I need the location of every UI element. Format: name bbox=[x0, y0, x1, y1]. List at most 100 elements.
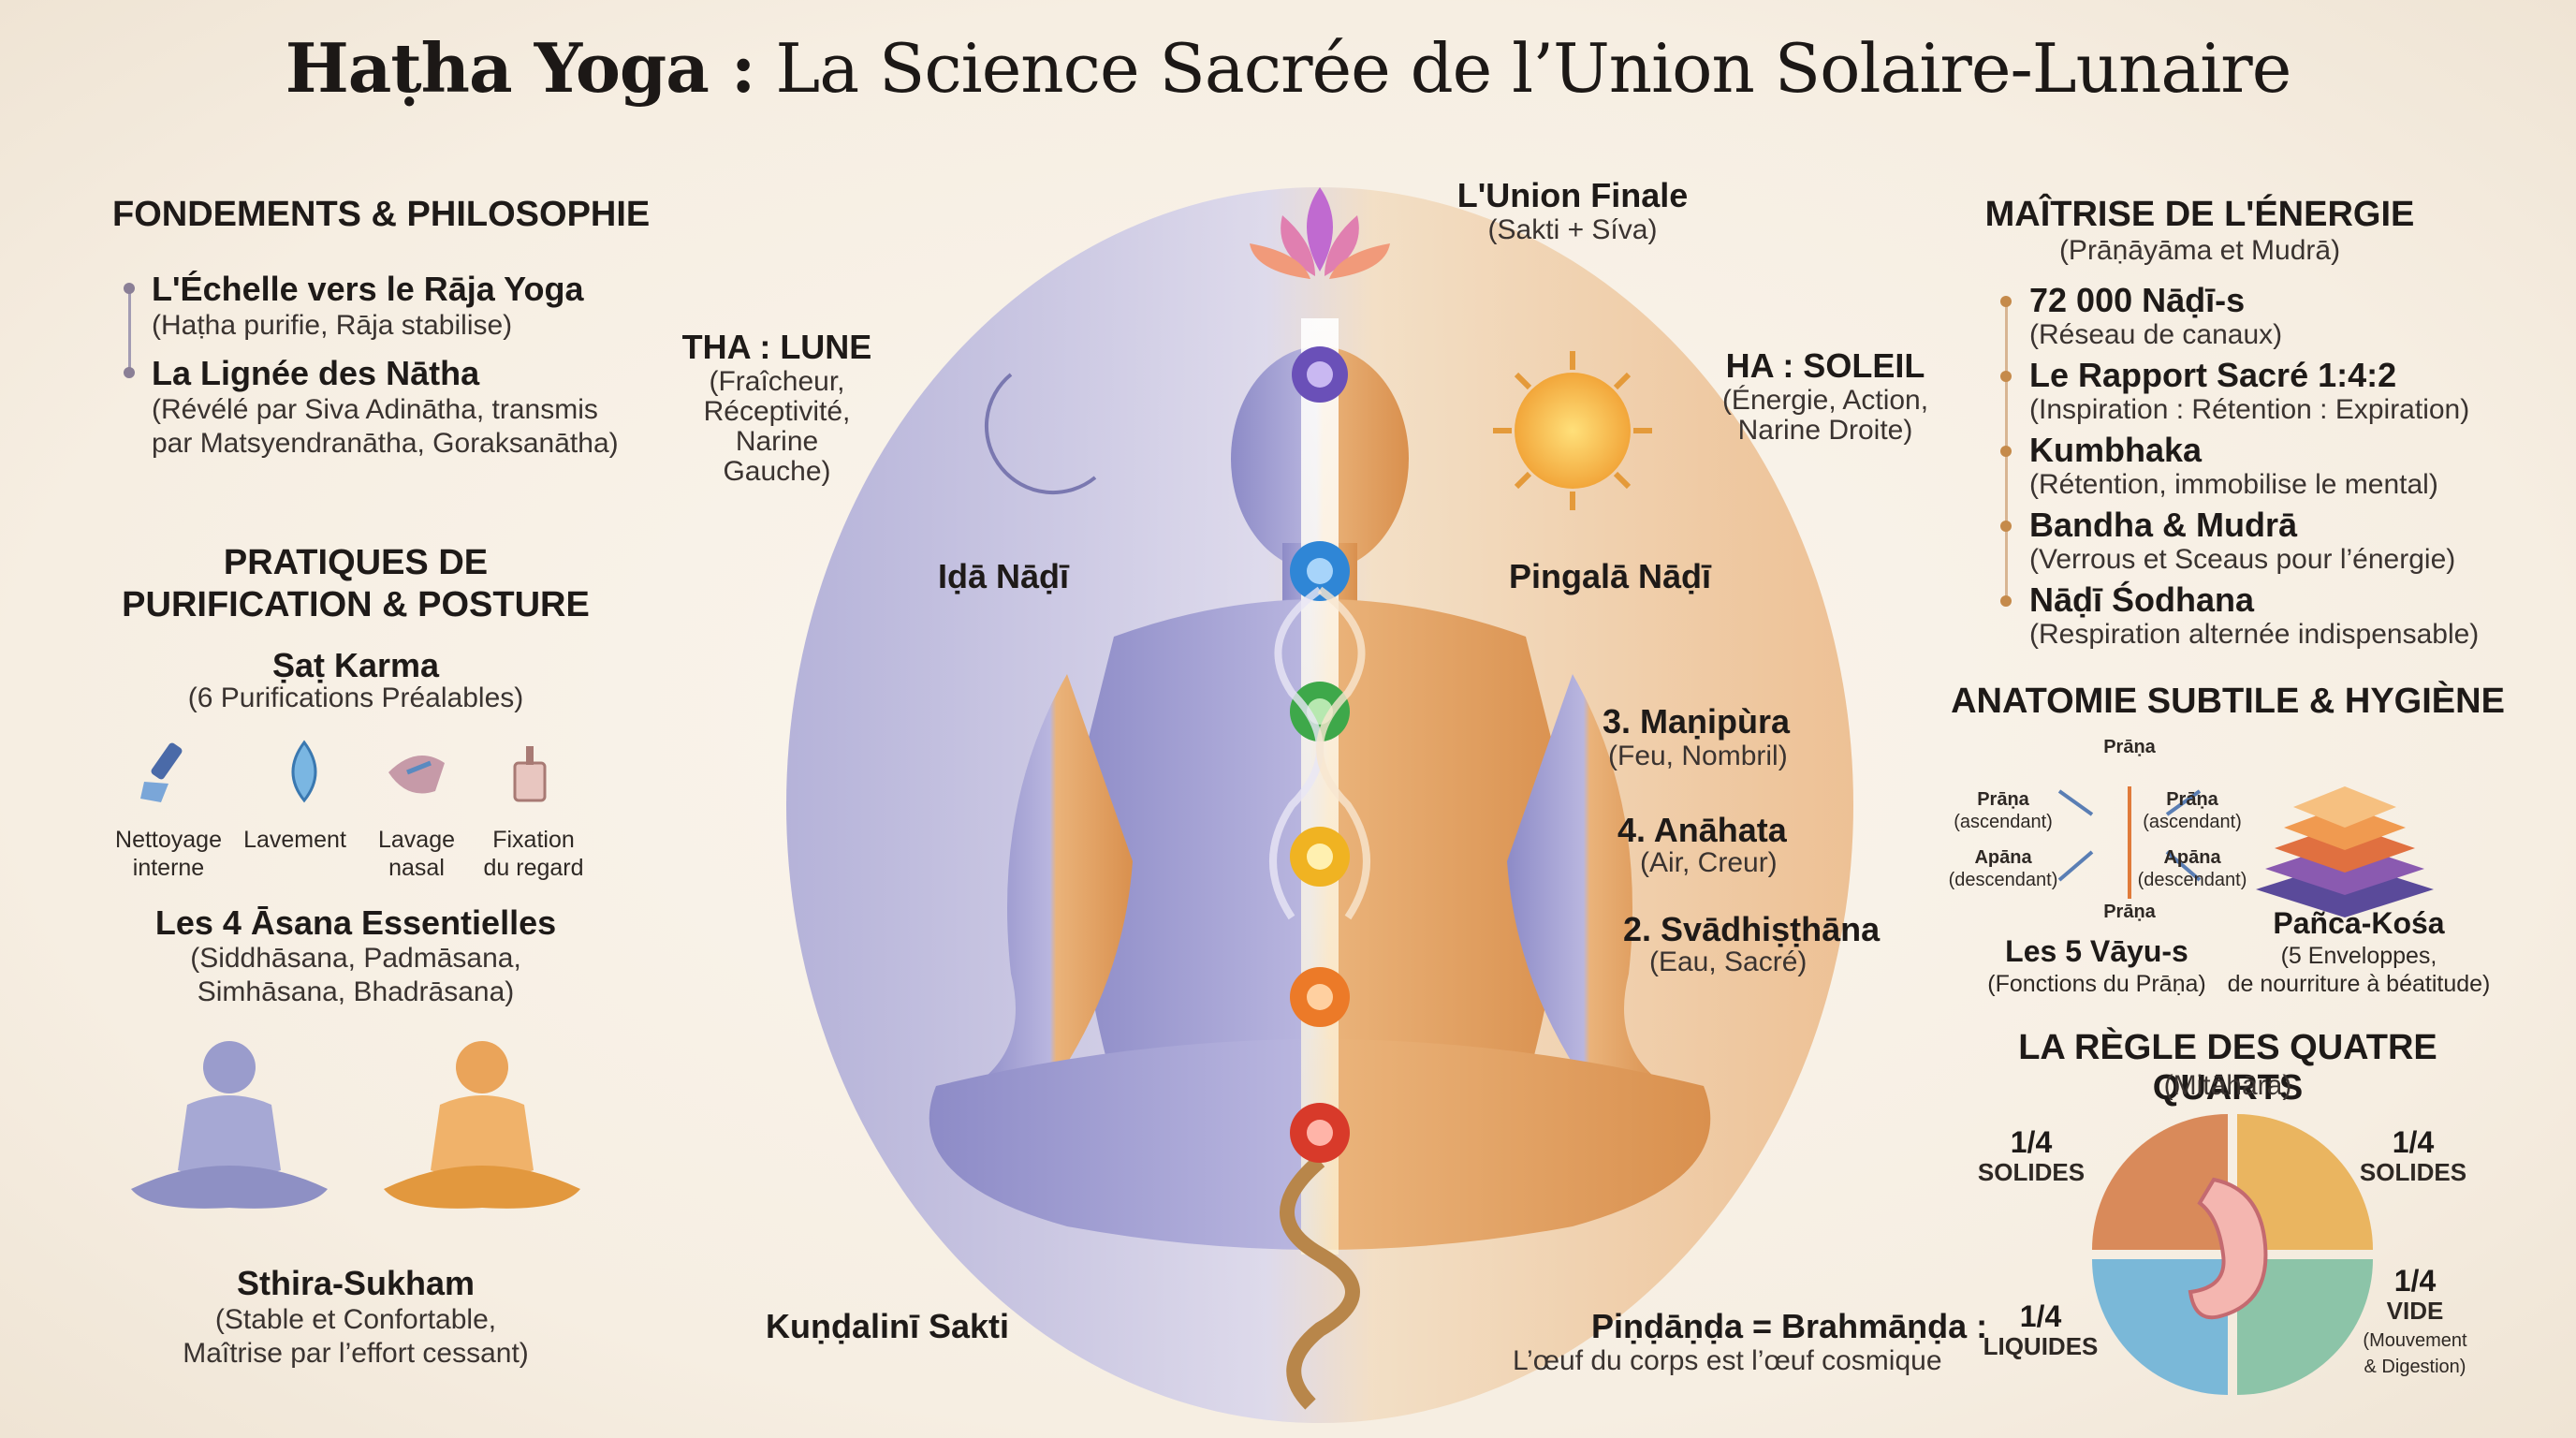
lignee-title: La Lignée des Nātha bbox=[152, 354, 480, 392]
echelle-desc: (Haṭha purifie, Rāja stabilise) bbox=[152, 310, 513, 341]
bullet-dot bbox=[2000, 521, 2012, 532]
sthira-line2: Maîtrise par l’effort cessant) bbox=[183, 1338, 529, 1369]
q-tr-frac: 1/4 bbox=[2392, 1125, 2435, 1159]
maitrise-item-2-desc: (Inspiration : Rétention : Expiration) bbox=[2029, 394, 2470, 425]
panca-kosa-layers-icon bbox=[2256, 786, 2434, 917]
asana-title: Les 4 Āsana Essentielles bbox=[154, 903, 557, 942]
vayu-apana-left-sub: (descendant) bbox=[1948, 870, 2058, 890]
q-br-line1: (Mouvement bbox=[2363, 1330, 2467, 1351]
chakra-anahata-title: 4. Anāhata bbox=[1617, 811, 1787, 849]
bullet-line bbox=[128, 288, 131, 374]
satkarma-sub: (6 Purifications Préalables) bbox=[187, 682, 524, 713]
maitrise-item-4-title: Bandha & Mudrā bbox=[2029, 506, 2298, 544]
vayu-title: Les 5 Vāyu-s bbox=[2005, 934, 2188, 968]
vayu-apana-right-sub: (descendant) bbox=[2137, 870, 2247, 890]
chakra-svadhisthana-title: 2. Svādhiṣṭhāna bbox=[1623, 910, 1881, 948]
lignee-desc: (Révélé par Siva Adinātha, transmis par … bbox=[152, 394, 619, 459]
q-br-label: VIDE bbox=[2386, 1297, 2444, 1325]
pingala-channel bbox=[1316, 586, 1370, 920]
vayu-prana-right: Prāṇa bbox=[2166, 789, 2218, 810]
quarter-bottom-left bbox=[2092, 1259, 2228, 1395]
bullet-dot bbox=[124, 367, 135, 378]
maitrise-item-3-title: Kumbhaka bbox=[2029, 431, 2203, 469]
chakra-solar-plexus bbox=[1290, 827, 1350, 887]
q-tr-label: SOLIDES bbox=[2359, 1158, 2467, 1186]
chakra-root bbox=[1290, 1103, 1350, 1163]
quarter-top-right bbox=[2237, 1114, 2373, 1250]
water-drop-icon bbox=[291, 740, 317, 803]
tha-line4: Gauche) bbox=[723, 456, 831, 487]
pindanda-title: Piṇḍāṇḍa = Brahmāṇḍa : bbox=[1591, 1307, 1988, 1345]
ida-label: Iḍā Nāḍī bbox=[938, 557, 1070, 595]
kundalini-label: Kuṇḍalinī Sakti bbox=[766, 1307, 1010, 1345]
title-bold: Haṭha Yoga : bbox=[285, 28, 756, 108]
bullet-dot bbox=[2000, 446, 2012, 457]
quarter-top-left bbox=[2092, 1114, 2228, 1250]
fondements-heading: FONDEMENTS & PHILOSOPHIE bbox=[112, 195, 651, 234]
quarter-bottom-right bbox=[2237, 1259, 2373, 1395]
vayu-apana-left: Apāna bbox=[1974, 847, 2032, 868]
chakra-third-eye bbox=[1292, 346, 1348, 403]
q-tl-label: SOLIDES bbox=[1977, 1158, 2086, 1186]
pindanda-sub: L’œuf du corps est l’œuf cosmique bbox=[1513, 1345, 1942, 1376]
nasal-wash-icon bbox=[388, 756, 445, 794]
bullet-dot bbox=[2000, 371, 2012, 382]
regle-sub: (Mitāhāra) bbox=[2163, 1070, 2292, 1101]
maitrise-item-2-title: Le Rapport Sacré 1:4:2 bbox=[2029, 356, 2397, 394]
candle-icon bbox=[513, 746, 547, 802]
ha-line1: (Énergie, Action, bbox=[1721, 385, 1929, 416]
maitrise-item-1-title: 72 000 Nāḍī-s bbox=[2029, 281, 2246, 319]
tha-line1: (Fraîcheur, bbox=[709, 366, 845, 397]
q-bl-label: LIQUIDES bbox=[1983, 1332, 2099, 1360]
tha-line3: Narine bbox=[735, 426, 819, 457]
satkarma-title: Ṣaṭ Karma bbox=[271, 646, 440, 684]
union-sub: (Sakti + Síva) bbox=[1487, 214, 1658, 245]
sthira-title: Sthira-Sukham bbox=[236, 1264, 476, 1302]
chakra-manipura-title: 3. Maṇipùra bbox=[1603, 702, 1791, 741]
chakra-sacral bbox=[1290, 967, 1350, 1027]
asana-line1: (Siddhāsana, Padmāsana, bbox=[190, 943, 521, 974]
pingala-label: Pingalā Nāḍī bbox=[1509, 557, 1712, 595]
crown-lotus bbox=[1250, 187, 1390, 279]
vayu-prana-bottom: Prāṇa bbox=[2103, 902, 2156, 922]
q-br-line2: & Digestion) bbox=[2364, 1357, 2466, 1377]
seated-figure-solar-icon bbox=[384, 1041, 580, 1209]
sun-icon bbox=[1493, 351, 1652, 510]
mitahara-quarters-chart bbox=[2092, 1114, 2373, 1395]
chakra-throat bbox=[1290, 541, 1350, 601]
maitrise-item-5-desc: (Respiration alternée indispensable) bbox=[2029, 619, 2480, 650]
kosa-title: Pañca-Kośa bbox=[2273, 906, 2445, 940]
title-rest: La Science Sacrée de l’Union Solaire-Lun… bbox=[754, 29, 2291, 108]
chakra-anahata-sub: (Air, Creur) bbox=[1640, 847, 1778, 878]
vayu-prana-right-sub: (ascendant) bbox=[2143, 812, 2242, 832]
pratiques-heading-line1: PRATIQUES DE bbox=[223, 543, 489, 582]
echelle-title: L'Échelle vers le Rāja Yoga bbox=[152, 270, 584, 308]
page-title: Haṭha Yoga : La Science Sacrée de l’Unio… bbox=[0, 28, 2576, 108]
kosa-line2: de nourriture à béatitude) bbox=[2227, 971, 2491, 997]
ha-title: HA : SOLEIL bbox=[1725, 346, 1925, 385]
union-title: L'Union Finale bbox=[1456, 176, 1689, 214]
maitrise-item-5-title: Nāḍī Śodhana bbox=[2029, 580, 2255, 619]
maitrise-item-3-desc: (Rétention, immobilise le mental) bbox=[2029, 469, 2438, 500]
vayu-arrows-diagram bbox=[2057, 786, 2202, 899]
icon-label-lavement: Lavement bbox=[243, 827, 346, 853]
bullet-dot bbox=[2000, 595, 2012, 607]
brush-icon bbox=[140, 742, 183, 802]
vayu-prana-top: Prāṇa bbox=[2103, 737, 2156, 757]
seated-figure-lunar-icon bbox=[131, 1041, 328, 1209]
anatomie-heading: ANATOMIE SUBTILE & HYGIÈNE bbox=[1951, 682, 2505, 721]
sthira-line1: (Stable et Confortable, bbox=[214, 1304, 497, 1335]
asana-line2: Simhāsana, Bhadrāsana) bbox=[197, 976, 515, 1007]
pratiques-heading-line2: PURIFICATION & POSTURE bbox=[122, 585, 590, 624]
kosa-line1: (5 Enveloppes, bbox=[2280, 943, 2437, 969]
chakra-svadhisthana-sub: (Eau, Sacré) bbox=[1649, 946, 1808, 977]
regle-heading: LA RÈGLE DES QUATRE QUARTS bbox=[2018, 1028, 2437, 1108]
stomach-icon bbox=[2188, 1177, 2268, 1320]
moon-icon bbox=[984, 373, 1097, 495]
meditating-figure-illustration bbox=[786, 187, 1853, 1423]
bullet-dot bbox=[2000, 296, 2012, 307]
tha-line2: Réceptivité, bbox=[703, 396, 851, 427]
maitrise-sub: (Prāṇāyāma et Mudrā) bbox=[2058, 235, 2341, 266]
